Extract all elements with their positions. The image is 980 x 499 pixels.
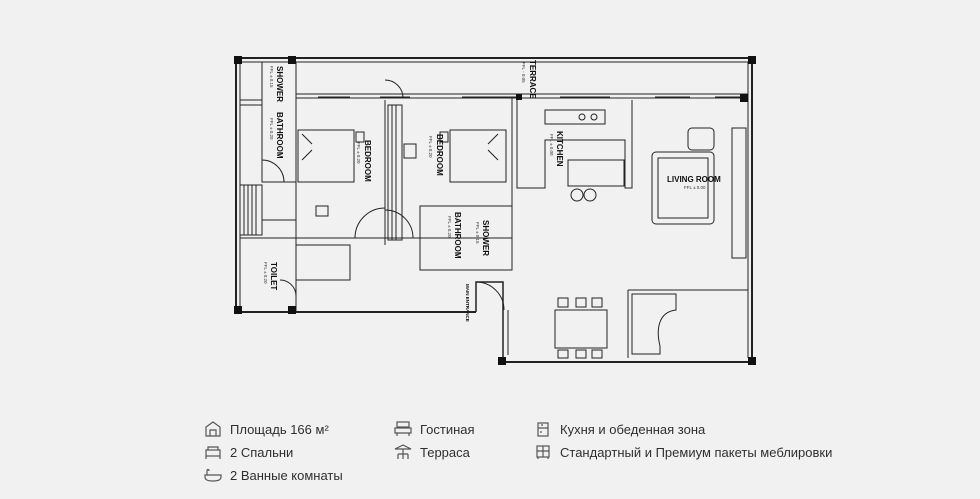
room-ffl: FFL ± 0.20: [428, 136, 433, 158]
room-ffl: FFL ± 0.00: [549, 134, 554, 156]
room-label: SHOWER: [275, 66, 284, 102]
room-label: TOILET: [269, 262, 278, 290]
room-label: TERRACE: [528, 60, 537, 99]
room-label: LIVING ROOM: [667, 175, 721, 184]
room-label: SHOWER: [481, 220, 490, 256]
room-label: BATHROOM: [275, 112, 284, 159]
room-ffl: FFL ± 0.00: [684, 185, 706, 190]
room-label: BEDROOM: [435, 134, 444, 176]
room-label: BEDROOM: [363, 140, 372, 182]
room-ffl: FFL ± 0.15: [269, 66, 274, 88]
room-ffl: FFL ± 0.15: [475, 222, 480, 244]
room-ffl: FFL ± 0.20: [447, 216, 452, 238]
room-ffl: FFL ± 0.20: [263, 262, 268, 284]
room-label: KITCHEN: [555, 131, 564, 167]
room-ffl: FFL ± 0.20: [269, 118, 274, 140]
room-label: BATHROOM: [453, 212, 462, 259]
room-ffl: FFL - 0.05: [521, 62, 526, 83]
entrance-label: MAIN ENTRANCE: [465, 284, 470, 322]
room-ffl: FFL ± 0.20: [356, 142, 361, 164]
